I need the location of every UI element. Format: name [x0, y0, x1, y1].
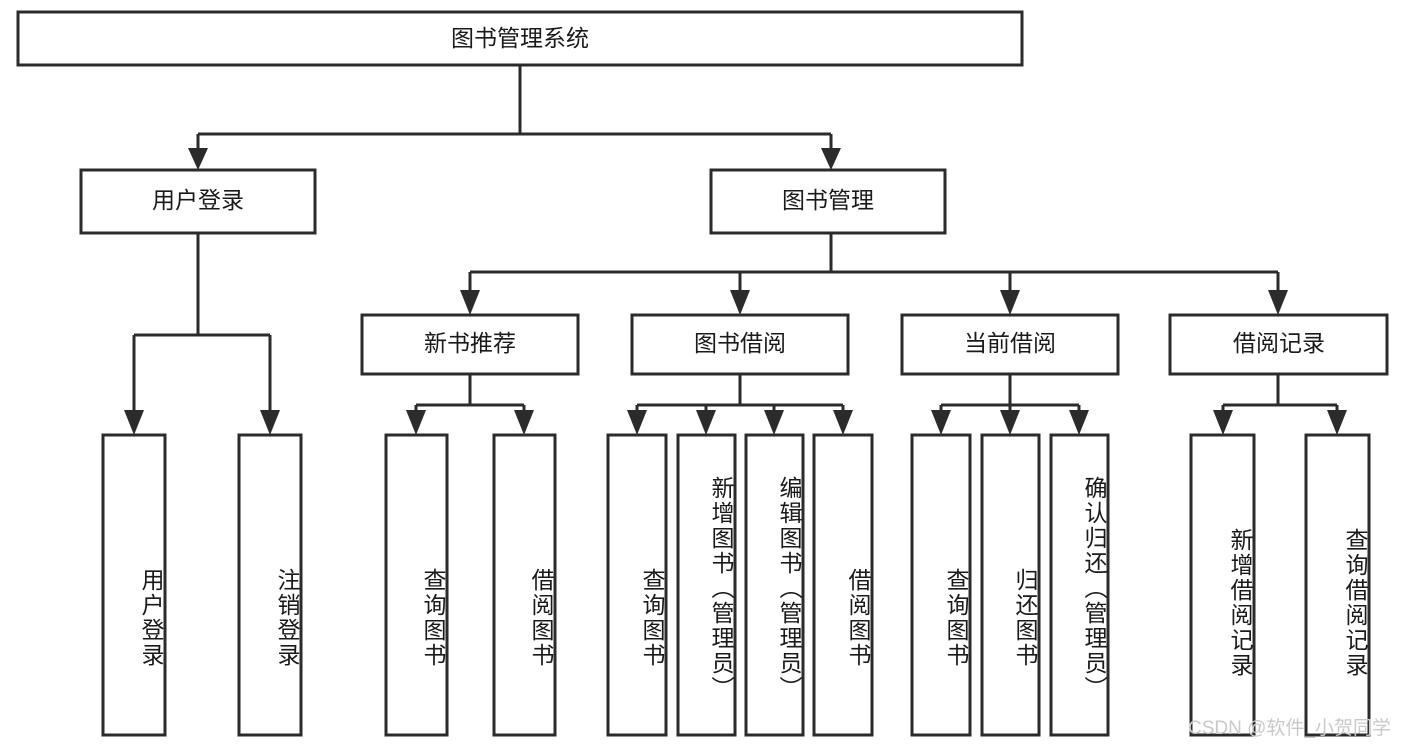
- node-label-leaf-query-book-2: 查询图书: [639, 567, 665, 668]
- node-box-current-borrow[interactable]: [900, 313, 1120, 376]
- node-box-group: 图书管理系统 用户登录 图书管理 新书推荐 图书借阅 当前借阅 借阅记录: [16, 10, 1389, 737]
- node-box-leaf-user-login[interactable]: [101, 433, 167, 737]
- arrow-head-leaf-query-book-2: [627, 410, 647, 435]
- node-box-borrow-record[interactable]: [1168, 313, 1389, 376]
- node-box-root-system[interactable]: [16, 10, 1024, 67]
- node-box-user-login[interactable]: [79, 168, 317, 235]
- node-box-book-management[interactable]: [709, 168, 947, 235]
- node-box-leaf-confirm-return-admin[interactable]: [1049, 433, 1110, 737]
- node-label-leaf-add-book-admin: 新增图书（管理员）: [708, 475, 734, 701]
- arrow-head-leaf-edit-book-admin: [764, 410, 784, 435]
- connector-group: [124, 65, 1347, 435]
- node-box-leaf-borrow-book-2[interactable]: [812, 433, 874, 737]
- node-box-leaf-query-borrow-record[interactable]: [1304, 433, 1371, 737]
- arrow-head-leaf-return-book: [1000, 410, 1020, 435]
- node-box-leaf-add-borrow-record[interactable]: [1189, 433, 1256, 737]
- arrow-head-user-login: [188, 148, 208, 170]
- arrow-head-leaf-borrow-book-2: [833, 410, 853, 435]
- node-box-book-borrow[interactable]: [630, 313, 850, 376]
- node-box-leaf-query-book-3[interactable]: [910, 433, 972, 737]
- arrow-head-leaf-confirm-return-admin: [1069, 410, 1089, 435]
- node-label-current-borrow: 当前借阅: [964, 330, 1056, 356]
- node-label-root-system: 图书管理系统: [451, 25, 589, 51]
- node-label-leaf-query-borrow-record: 查询借阅记录: [1342, 527, 1368, 678]
- arrow-head-leaf-logout-login: [260, 410, 280, 435]
- arrow-head-leaf-query-borrow-record: [1327, 410, 1347, 435]
- node-label-leaf-edit-book-admin: 编辑图书（管理员）: [776, 475, 802, 701]
- node-label-leaf-logout-login: 注销登录: [274, 567, 300, 668]
- node-label-book-management: 图书管理: [782, 187, 874, 213]
- arrow-head-leaf-add-book-admin: [696, 410, 716, 435]
- node-label-leaf-return-book: 归还图书: [1012, 567, 1038, 668]
- arrow-head-book-management: [821, 148, 841, 170]
- node-label-user-login: 用户登录: [152, 187, 244, 213]
- node-box-leaf-return-book[interactable]: [980, 433, 1041, 737]
- arrow-head-current-borrow: [1000, 290, 1020, 315]
- node-label-borrow-record: 借阅记录: [1233, 330, 1325, 356]
- node-label-leaf-borrow-book-2: 借阅图书: [845, 567, 871, 668]
- node-label-leaf-confirm-return-admin: 确认归还（管理员）: [1081, 475, 1107, 701]
- arrow-head-leaf-query-book-3: [931, 410, 951, 435]
- node-box-leaf-query-book-1[interactable]: [384, 433, 449, 737]
- csdn-watermark: CSDN @软件_小贺同学: [1188, 718, 1391, 739]
- arrow-head-leaf-query-book-1: [406, 410, 426, 435]
- arrow-head-leaf-add-borrow-record: [1213, 410, 1233, 435]
- arrow-head-leaf-borrow-book-1: [514, 410, 534, 435]
- node-label-new-book-recommend: 新书推荐: [424, 330, 516, 356]
- node-box-leaf-logout-login[interactable]: [237, 433, 303, 737]
- node-label-leaf-user-login: 用户登录: [138, 567, 164, 668]
- node-box-leaf-borrow-book-1[interactable]: [492, 433, 557, 737]
- arrow-head-book-borrow: [730, 290, 750, 315]
- arrow-head-leaf-user-login: [124, 410, 144, 435]
- node-box-leaf-query-book-2[interactable]: [606, 433, 668, 737]
- node-box-new-book-recommend[interactable]: [360, 313, 580, 376]
- node-label-leaf-borrow-book-1: 借阅图书: [528, 567, 554, 668]
- node-label-leaf-add-borrow-record: 新增借阅记录: [1227, 527, 1253, 678]
- node-label-leaf-query-book-3: 查询图书: [943, 567, 969, 668]
- arrow-head-new-book-recommend: [460, 290, 480, 315]
- node-box-leaf-edit-book-admin[interactable]: [744, 433, 805, 737]
- node-label-book-borrow: 图书借阅: [694, 330, 786, 356]
- arrow-head-borrow-record: [1268, 290, 1288, 315]
- node-label-leaf-query-book-1: 查询图书: [420, 567, 446, 668]
- node-box-leaf-add-book-admin[interactable]: [676, 433, 737, 737]
